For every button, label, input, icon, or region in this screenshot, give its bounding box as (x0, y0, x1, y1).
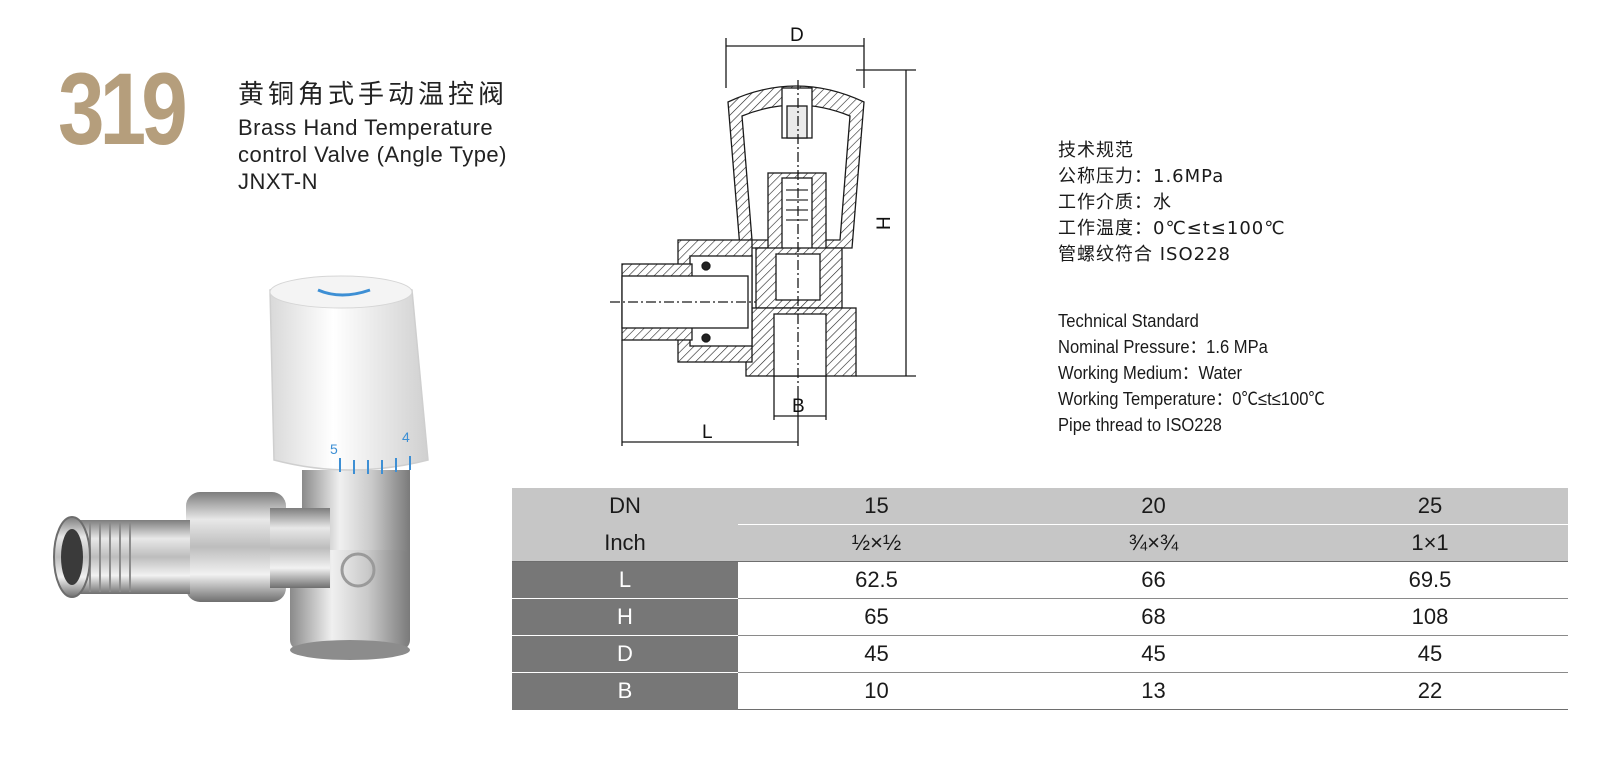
table-cell: 108 (1292, 598, 1568, 636)
specs-cn-medium: 工作介质：水 (1058, 192, 1172, 213)
dim-b-label: B (792, 396, 805, 417)
table-row: L 62.5 66 69.5 (512, 561, 1568, 599)
table-cell: 68 (1015, 598, 1292, 636)
table-cell: 69.5 (1292, 561, 1568, 599)
table-header-cell: 25 (1292, 488, 1568, 525)
specs-en-temperature: Working Temperature：0℃≤t≤100℃ (1058, 389, 1326, 409)
table-row-label: L (512, 561, 738, 599)
table-row: H 65 68 108 (512, 598, 1568, 636)
specs-cn-pressure: 公称压力：1.6MPa (1058, 166, 1225, 187)
table-cell: 45 (1292, 635, 1568, 673)
dim-l-label: L (702, 422, 713, 443)
table-header-cell: 1×1 (1292, 524, 1568, 562)
model-number: 319 (58, 52, 188, 166)
specs-en-medium: Working Medium：Water (1058, 363, 1243, 383)
dim-h-label: H (874, 216, 895, 230)
title-block: 黄铜角式手动温控阀 Brass Hand Temperature control… (238, 82, 508, 195)
table-cell: 65 (738, 598, 1015, 636)
specs-cn-temperature: 工作温度：0℃≤t≤100℃ (1058, 218, 1286, 239)
table-header-dn: DN 15 20 25 (512, 488, 1568, 525)
table-cell: 45 (1015, 635, 1292, 673)
dim-d-label: D (790, 25, 804, 46)
specs-en-thread: Pipe thread to ISO228 (1058, 415, 1222, 435)
specs-en: Technical Standard Nominal Pressure：1.6 … (1058, 308, 1325, 438)
product-code: JNXT-N (238, 169, 318, 194)
table-header-cell: DN (512, 488, 738, 525)
table-row-label: B (512, 672, 738, 710)
table-row-label: H (512, 598, 738, 636)
table-cell: 66 (1015, 561, 1292, 599)
product-title-en-line1: Brass Hand Temperature (238, 115, 494, 140)
specs-cn-heading: 技术规范 (1058, 140, 1134, 161)
table-header-cell: ½×½ (738, 524, 1015, 562)
table-header-cell: 20 (1015, 488, 1292, 525)
knob-scale-4: 4 (402, 429, 410, 445)
specs-en-pressure: Nominal Pressure：1.6 MPa (1058, 337, 1268, 357)
product-title-cn: 黄铜角式手动温控阀 (238, 80, 509, 110)
table-cell: 22 (1292, 672, 1568, 710)
specs-cn: 技术规范 公称压力：1.6MPa 工作介质：水 工作温度：0℃≤t≤100℃ 管… (1058, 138, 1285, 268)
table-row: D 45 45 45 (512, 635, 1568, 673)
product-photo: 5 4 (53, 275, 429, 660)
table-cell: 62.5 (738, 561, 1015, 599)
table-header-cell: 15 (738, 488, 1015, 525)
table-row: B 10 13 22 (512, 672, 1568, 710)
specs-en-heading: Technical Standard (1058, 311, 1199, 331)
table-cell: 45 (738, 635, 1015, 673)
specs-cn-thread: 管螺纹符合 ISO228 (1058, 244, 1231, 265)
table-header-cell: ¾×¾ (1015, 524, 1292, 562)
table-cell: 13 (1015, 672, 1292, 710)
knob-scale-5: 5 (330, 441, 338, 457)
product-title-en-line2: control Valve (Angle Type) (238, 142, 507, 167)
table-row-label: D (512, 635, 738, 673)
table-header-inch: Inch ½×½ ¾×¾ 1×1 (512, 524, 1568, 562)
dimension-table: DN 15 20 25 Inch ½×½ ¾×¾ 1×1 L 62.5 66 6… (512, 488, 1568, 710)
technical-drawing: D H B L (610, 25, 916, 446)
table-cell: 10 (738, 672, 1015, 710)
table-header-cell: Inch (512, 524, 738, 562)
